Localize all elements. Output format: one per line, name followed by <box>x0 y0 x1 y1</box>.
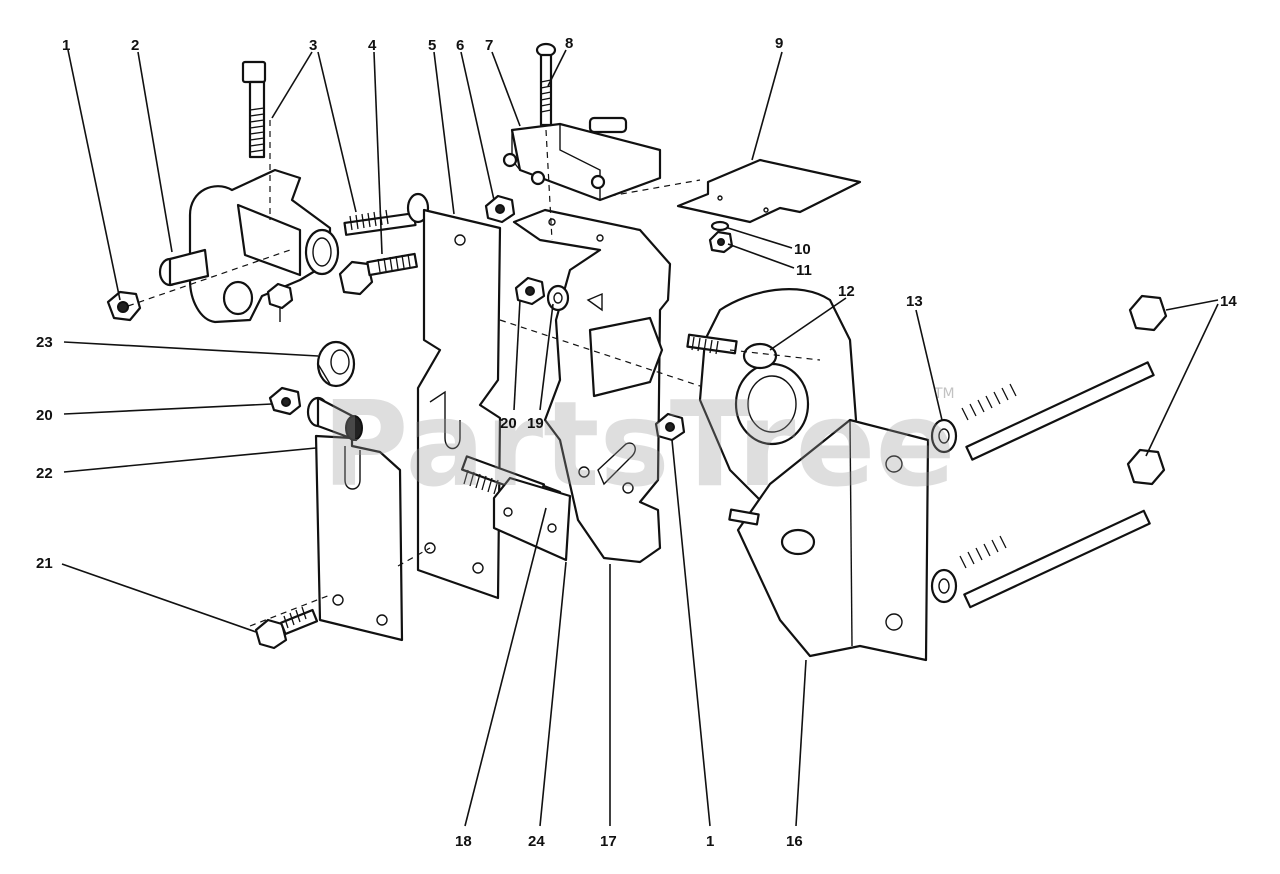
watermark-text: PartsTree <box>322 375 956 513</box>
watermark: PartsTree TM <box>322 375 956 513</box>
insulator-plate-part-9 <box>676 158 862 224</box>
nut-part-20-lower <box>268 386 302 416</box>
callout-17: 17 <box>600 833 617 850</box>
switch-part-7 <box>502 116 662 202</box>
angle-bracket-part-16 <box>728 418 930 662</box>
bolt-part-4 <box>338 252 418 296</box>
watermark-trademark: TM <box>933 386 955 402</box>
callout-11: 11 <box>796 262 812 279</box>
callout-14: 14 <box>1220 293 1237 310</box>
callout-18: 18 <box>455 833 472 850</box>
callout-6: 6 <box>456 37 464 54</box>
bolt-part-21 <box>254 606 319 650</box>
callout-13: 13 <box>906 293 923 310</box>
bearing-part-23 <box>316 340 356 388</box>
washer-part-13 <box>930 418 958 604</box>
callout-20-center: 20 <box>500 415 517 432</box>
nut-part-1-right <box>654 412 686 442</box>
callout-1-top: 1 <box>62 37 70 54</box>
plate-part-22 <box>306 396 404 642</box>
bracket-part-17 <box>512 208 672 564</box>
plate-part-24 <box>492 476 572 562</box>
callout-12: 12 <box>838 283 855 300</box>
callout-1-bottom: 1 <box>706 833 714 850</box>
long-bolt-part-14 <box>959 294 1168 609</box>
callout-7: 7 <box>485 37 493 54</box>
bolt-part-3 <box>241 60 430 236</box>
callout-8: 8 <box>565 35 573 52</box>
nut-part-1-left <box>106 290 142 322</box>
washer-part-19 <box>546 284 570 312</box>
callout-3: 3 <box>309 37 317 54</box>
callout-21: 21 <box>36 555 53 572</box>
callout-10: 10 <box>794 241 811 258</box>
callout-2: 2 <box>131 37 139 54</box>
callout-9: 9 <box>775 35 783 52</box>
part-drawings <box>106 42 1168 662</box>
callout-5: 5 <box>428 37 436 54</box>
washer-nut-part-10-11 <box>708 220 734 254</box>
callout-4: 4 <box>368 37 377 54</box>
assembly-lines <box>127 120 821 627</box>
callout-labels: 1 2 3 4 5 6 7 8 9 10 11 12 13 14 23 20 2… <box>36 35 1237 850</box>
callout-22: 22 <box>36 465 53 482</box>
callout-19: 19 <box>527 415 544 432</box>
callout-23: 23 <box>36 334 53 351</box>
screw-part-8 <box>535 42 557 127</box>
nut-part-20-upper <box>514 276 546 306</box>
pivot-bracket-part-2 <box>158 168 340 324</box>
callout-24: 24 <box>528 833 545 850</box>
plate-part-5 <box>416 208 502 600</box>
callout-20-left: 20 <box>36 407 53 424</box>
nut-part-6 <box>484 194 516 224</box>
callout-16: 16 <box>786 833 803 850</box>
leader-lines <box>61 49 1219 827</box>
